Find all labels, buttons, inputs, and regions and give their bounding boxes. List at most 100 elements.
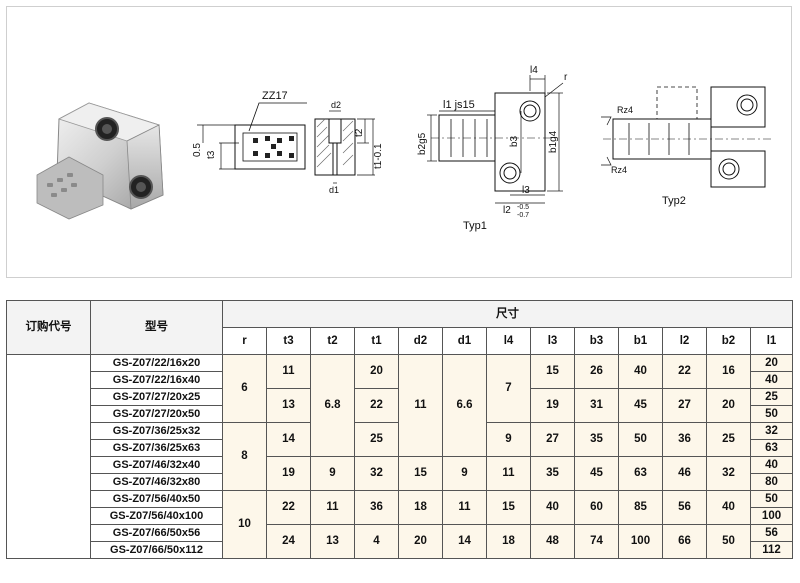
d2-cell: 15 [398,456,443,491]
l1-label: l1 js15 [443,99,475,111]
l2-cell: 36 [662,422,707,457]
typ1-label: Typ1 [463,220,487,232]
rz4-top-label: Rz4 [617,105,633,115]
l3-cell: 27 [530,422,575,457]
l3-cell: 48 [530,524,575,559]
t3-cell: 24 [266,524,311,559]
zz17-label: ZZ17 [262,90,288,102]
l1-cell: 56 [749,524,794,542]
col-b3: b3 [574,327,619,355]
rz4-bottom-label: Rz4 [611,165,627,175]
d2-label: d2 [331,100,341,110]
l2-cell: 66 [662,524,707,559]
b3-label: b3 [509,135,520,147]
col-t2: t2 [310,327,355,355]
l1-cell: 112 [749,541,794,559]
order-code-cell [6,354,91,559]
r-cell: 6 [222,354,267,423]
table-row: GS-Z07/56/40x50 10 22 11 36 18 11 15 40 … [7,490,794,559]
col-d1: d1 [442,327,487,355]
d1-cell: 14 [442,524,487,559]
col-l1: l1 [749,327,794,355]
l1-cell: 80 [749,473,794,491]
t2-cell: 13 [310,524,355,559]
t1-cell: 4 [354,524,399,559]
t2-cell: 11 [310,490,355,525]
col-l3: l3 [530,327,575,355]
model-cell: GS-Z07/56/40x100 [90,507,223,525]
d2-cell: 18 [398,490,443,525]
b1-cell: 100 [618,524,663,559]
model-cell: GS-Z07/27/20x25 [90,388,223,406]
technical-drawing: ZZ17 t3 0.5 d2 d1 t2 t1-0.1 [36,65,773,232]
t3-cell: 19 [266,456,311,491]
d2-cell: 11 [398,354,443,457]
l1-cell: 50 [749,490,794,508]
l1-cell: 32 [749,422,794,440]
t1-cell: 22 [354,388,399,423]
model-cell: GS-Z07/36/25x63 [90,439,223,457]
table-row: GS-Z07/27/20x50 50 [7,405,794,423]
t2-cell: 9 [310,456,355,491]
table-row: GS-Z07/46/32x40 19 9 32 15 9 11 35 45 63… [7,456,794,491]
d1-cell: 6.6 [442,354,487,457]
model-cell: GS-Z07/27/20x50 [90,405,223,423]
b1-cell: 40 [618,354,663,389]
model-cell: GS-Z07/22/16x40 [90,371,223,389]
table-row: GS-Z07/66/50x112 112 [7,541,794,559]
l4-cell: 15 [486,490,531,525]
t1-cell: 36 [354,490,399,525]
d2-cell: 20 [398,524,443,559]
t2-cell: 6.8 [310,354,355,457]
table-row: GS-Z07/27/20x25 13 22 19 31 45 27 20 25 [7,388,794,423]
model-cell: GS-Z07/66/50x56 [90,524,223,542]
r-label: r [564,72,568,83]
table-row: GS-Z07/66/50x56 24 13 4 20 14 18 48 74 1… [7,524,794,559]
b2-cell: 40 [706,490,751,525]
t3-label: t3 [206,150,217,159]
l3-cell: 35 [530,456,575,491]
t1-cell: 20 [354,354,399,389]
table-row: GS-Z07/46/32x80 80 [7,473,794,491]
r-cell: 10 [222,490,267,559]
t1-label: t1-0.1 [373,143,384,169]
typ2-view [601,86,773,188]
b3-cell: 35 [574,422,619,457]
section-view [314,110,375,184]
d1-label: d1 [329,185,339,195]
header-dimensions: 尺寸 [221,300,794,328]
model-cell: GS-Z07/46/32x40 [90,456,223,474]
l3-cell: 40 [530,490,575,525]
b1-cell: 85 [618,490,663,525]
t3-cell: 11 [266,354,311,389]
l2-label: l2 [503,205,511,216]
b3-cell: 74 [574,524,619,559]
l2-cell: 22 [662,354,707,389]
t2-label: t2 [354,128,365,137]
b3-cell: 45 [574,456,619,491]
l4-label: l4 [530,65,538,76]
col-t1: t1 [354,327,399,355]
table-row: GS-Z07/22/16x20 6 11 6.8 20 11 6.6 7 15 … [6,354,794,559]
l2-cell: 46 [662,456,707,491]
col-d2: d2 [398,327,443,355]
l3-cell: 15 [530,354,575,389]
b3-cell: 60 [574,490,619,525]
col-b2: b2 [706,327,751,355]
t1-cell: 25 [354,422,399,457]
col-b1: b1 [618,327,663,355]
col-t3: t3 [266,327,311,355]
table-row: GS-Z07/36/25x63 63 [7,439,794,457]
b1-cell: 63 [618,456,663,491]
b1-cell: 45 [618,388,663,423]
model-cell: GS-Z07/66/50x112 [90,541,223,559]
model-cell: GS-Z07/46/32x80 [90,473,223,491]
l2-tol-lower: -0.7 [517,212,529,219]
typ1-view [427,75,564,204]
l1-cell: 40 [749,371,794,389]
d1-cell: 9 [442,456,487,491]
b3-cell: 31 [574,388,619,423]
r-cell: 8 [222,422,267,491]
l1-cell: 63 [749,439,794,457]
l4-cell: 7 [486,354,531,423]
